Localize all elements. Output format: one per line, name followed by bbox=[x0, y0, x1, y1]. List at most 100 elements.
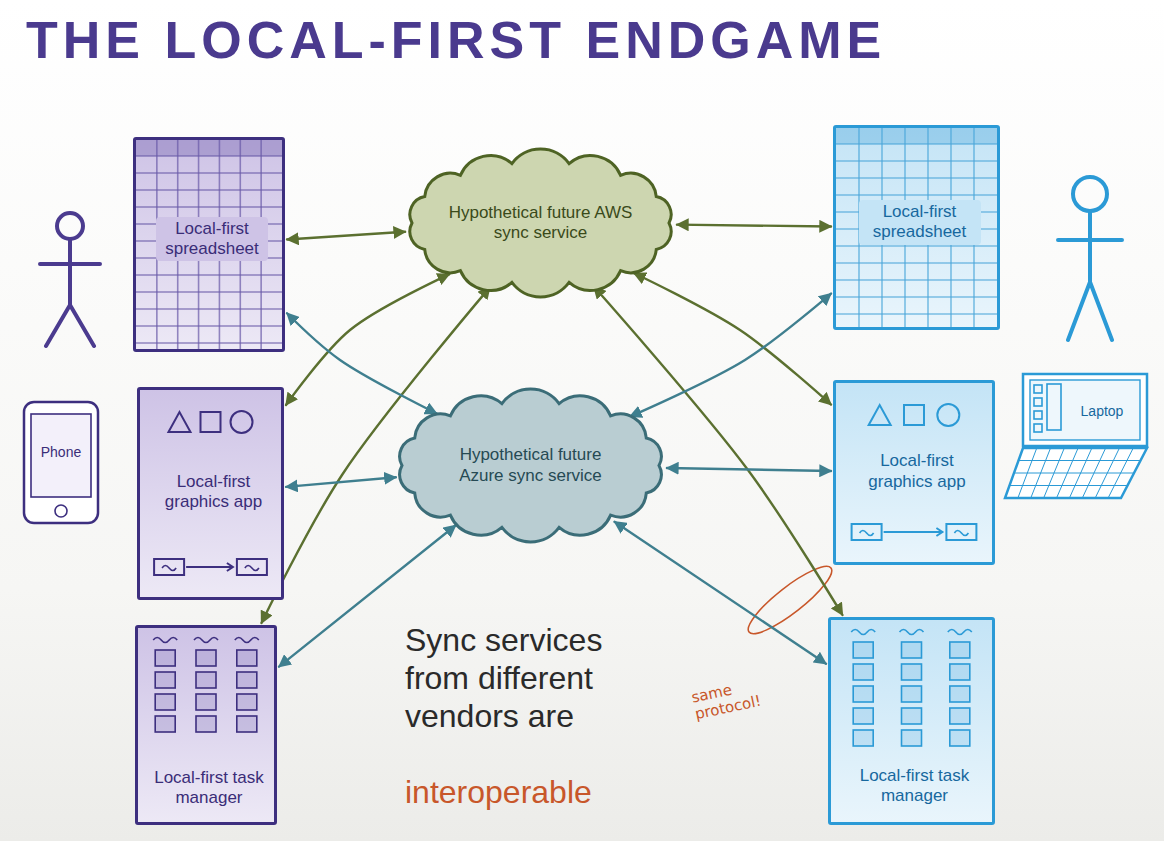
key-row bbox=[1010, 485, 1128, 486]
node-label: Local-first graphics app bbox=[850, 449, 985, 494]
grid-line bbox=[136, 189, 282, 191]
sync-arrow bbox=[615, 522, 826, 664]
flow-box bbox=[852, 524, 882, 540]
task-card bbox=[155, 694, 175, 710]
column-heading-mark bbox=[900, 630, 924, 635]
app-window: Local-first spreadsheet bbox=[133, 137, 285, 352]
laptop-screen bbox=[1030, 380, 1140, 440]
column-heading-mark bbox=[194, 638, 218, 643]
grid-line bbox=[836, 313, 997, 315]
figure-body bbox=[1058, 211, 1122, 340]
grid-line bbox=[836, 160, 997, 162]
task-card bbox=[155, 716, 175, 732]
node-label: Local-first task manager bbox=[845, 764, 985, 809]
annotation-note: same protocol! bbox=[690, 675, 768, 724]
cloud-outline bbox=[400, 389, 662, 542]
sheet-header bbox=[836, 128, 997, 144]
grid-line bbox=[836, 262, 997, 264]
figure-body bbox=[40, 239, 100, 346]
grid-line bbox=[836, 245, 997, 247]
task-card bbox=[902, 686, 922, 702]
task-card bbox=[853, 686, 873, 702]
circle-shape bbox=[231, 411, 253, 433]
squiggle bbox=[860, 531, 874, 536]
stick-figure bbox=[40, 213, 100, 346]
column-heading-mark bbox=[948, 630, 972, 635]
key-row bbox=[1019, 460, 1141, 461]
square-shape bbox=[904, 405, 924, 425]
task-card bbox=[237, 650, 257, 666]
node-art bbox=[153, 638, 259, 733]
task-card bbox=[155, 672, 175, 688]
flow-box bbox=[154, 559, 184, 575]
caption-emphasis: interoperable bbox=[405, 774, 673, 812]
squiggle bbox=[245, 566, 259, 571]
task-card bbox=[902, 708, 922, 724]
task-card bbox=[196, 672, 216, 688]
figure-head bbox=[57, 213, 83, 239]
sync-arrow bbox=[634, 273, 831, 404]
node-illustration bbox=[22, 400, 100, 525]
sync-arrow bbox=[630, 294, 831, 417]
sync-arrow bbox=[677, 225, 831, 227]
screen-panel bbox=[1047, 384, 1061, 430]
node-label: Local-first graphics app bbox=[151, 470, 276, 515]
grid-line bbox=[836, 194, 997, 196]
task-card bbox=[950, 642, 970, 658]
squiggle bbox=[162, 566, 176, 571]
node-label: Local-first spreadsheet bbox=[859, 200, 981, 245]
task-card bbox=[237, 672, 257, 688]
laptop-lid bbox=[1023, 374, 1147, 446]
grid-line bbox=[136, 308, 282, 310]
screen-icon bbox=[1034, 424, 1042, 432]
key-column bbox=[1044, 448, 1065, 498]
laptop-keyboard bbox=[1005, 448, 1147, 498]
grid-line bbox=[136, 172, 282, 174]
figure-head bbox=[1073, 177, 1107, 211]
sync-arrow bbox=[667, 468, 831, 471]
task-card bbox=[902, 642, 922, 658]
triangle-shape bbox=[869, 405, 891, 425]
grid-line bbox=[136, 325, 282, 327]
node-art bbox=[24, 402, 98, 523]
key-column bbox=[1082, 448, 1105, 498]
column-heading-mark bbox=[153, 638, 177, 643]
laptop-device: Laptop bbox=[1003, 372, 1153, 502]
grid-line bbox=[136, 206, 282, 208]
column-heading-mark bbox=[851, 630, 875, 635]
caption-text: Sync services from different vendors are bbox=[405, 622, 673, 735]
task-card bbox=[237, 716, 257, 732]
grid-line bbox=[836, 296, 997, 298]
column-heading-mark bbox=[235, 638, 259, 643]
sync-arrow bbox=[286, 477, 396, 487]
phone-body bbox=[24, 402, 98, 523]
task-card bbox=[196, 716, 216, 732]
key-column bbox=[1057, 448, 1079, 498]
task-card bbox=[853, 708, 873, 724]
phone-screen bbox=[31, 414, 91, 497]
flow-box bbox=[237, 559, 267, 575]
app-window: Local-first task manager bbox=[828, 617, 995, 825]
node-label: Hypothetical future Azure sync service bbox=[436, 443, 626, 488]
task-card bbox=[853, 642, 873, 658]
key-column bbox=[1095, 448, 1119, 498]
flow-arrow bbox=[884, 528, 943, 536]
app-window: Local-first task manager bbox=[135, 625, 277, 825]
grid-line bbox=[836, 279, 997, 281]
task-card bbox=[155, 650, 175, 666]
screen-icon bbox=[1034, 411, 1042, 419]
key-row bbox=[1014, 473, 1134, 474]
grid-line bbox=[836, 177, 997, 179]
task-card bbox=[950, 664, 970, 680]
node-art bbox=[1005, 374, 1147, 498]
grid-line bbox=[136, 291, 282, 293]
sync-arrow bbox=[287, 313, 437, 413]
node-label: Local-first spreadsheet bbox=[156, 217, 268, 262]
key-column bbox=[1108, 448, 1133, 498]
app-window: Local-first spreadsheet bbox=[833, 125, 1000, 330]
node-art bbox=[136, 140, 282, 349]
task-card bbox=[853, 730, 873, 746]
screen-icon bbox=[1034, 398, 1042, 406]
